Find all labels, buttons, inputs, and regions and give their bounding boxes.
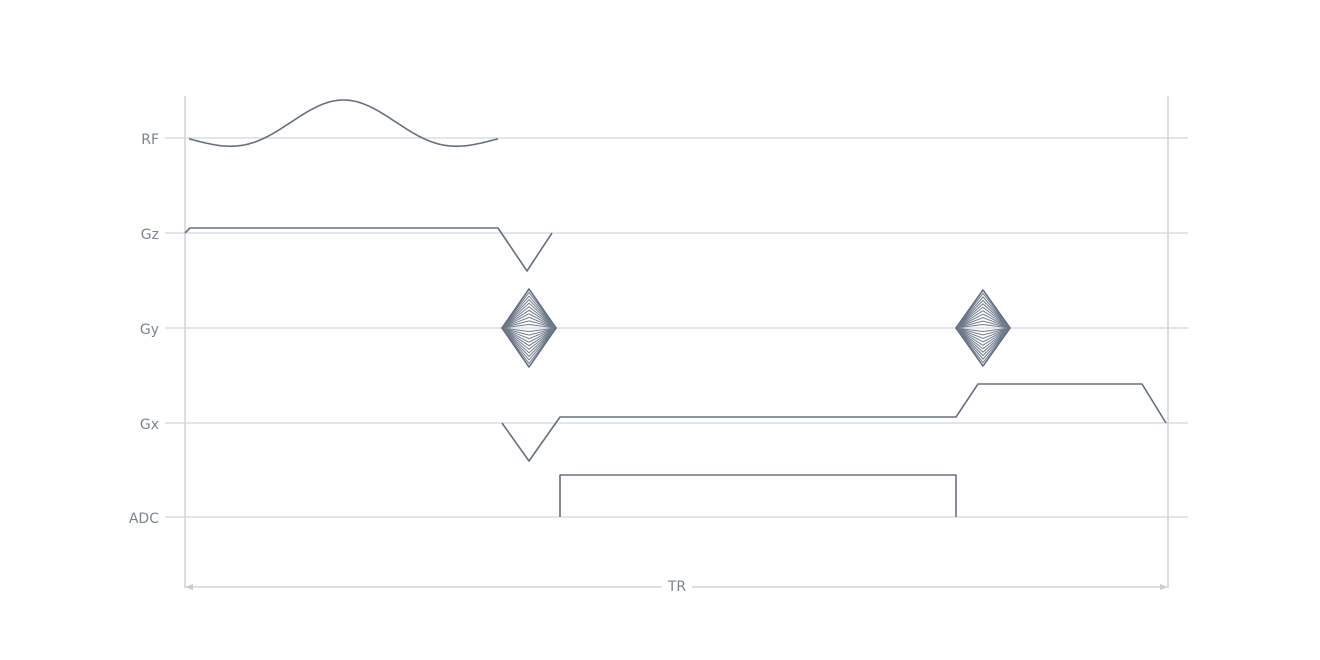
gx-readout-gradient	[501, 383, 1167, 462]
tr-arrowhead-right	[1160, 584, 1168, 590]
tr-arrowhead-left	[185, 584, 193, 590]
gy-phase-encode-table-1	[500, 288, 558, 368]
tr-label-background	[662, 576, 692, 596]
gx-label: Gx	[140, 417, 159, 433]
rf-sinc-pulse	[188, 99, 499, 148]
gz-row: Gz	[141, 227, 1188, 272]
rf-row: RF	[141, 99, 1188, 148]
rf-label: RF	[141, 132, 159, 148]
adc-window	[559, 474, 957, 517]
tr-arrow: TR	[185, 576, 1168, 596]
tr-label: TR	[667, 579, 687, 595]
phase-encode-step	[955, 289, 1011, 367]
gx-row: Gx	[140, 383, 1188, 462]
adc-label: ADC	[129, 511, 159, 527]
gz-slice-select-gradient	[184, 227, 553, 272]
gy-phase-encode-table-2	[954, 289, 1012, 367]
adc-row: ADC	[129, 474, 1188, 527]
phase-encode-step	[501, 288, 557, 368]
gy-row: Gy	[140, 288, 1188, 368]
gy-label: Gy	[140, 322, 159, 338]
gz-label: Gz	[141, 227, 159, 243]
